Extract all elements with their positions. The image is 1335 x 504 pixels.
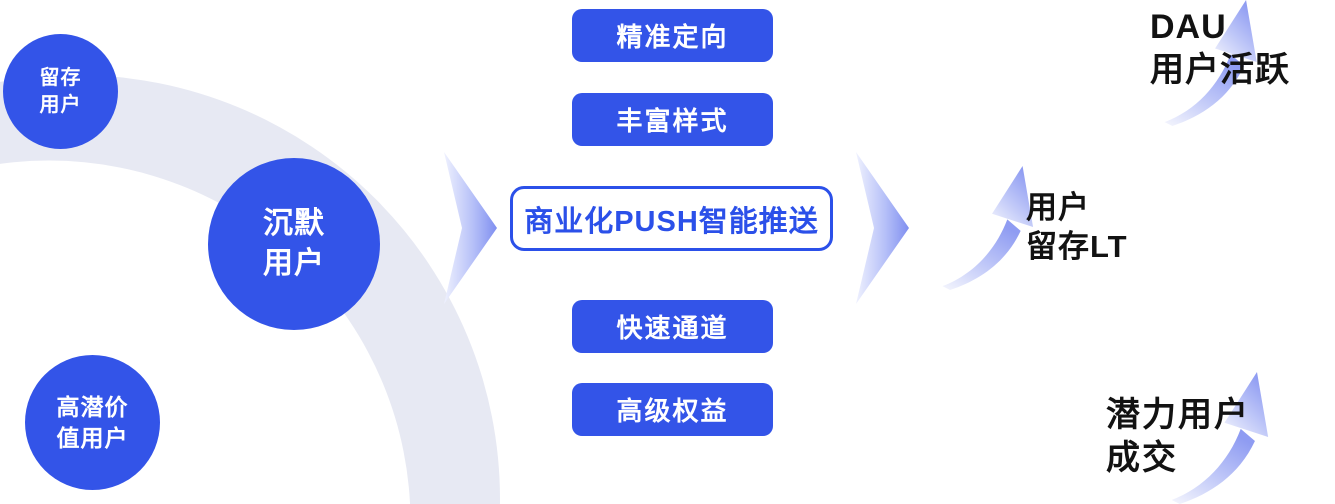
circle-silent-users: 沉默 用户 — [208, 158, 380, 330]
outcome-line: 潜力用户 — [1106, 396, 1250, 434]
outcome-potential-user-deal: 潜力用户 成交 — [1106, 394, 1250, 480]
feature-rich-styles: 丰富样式 — [572, 93, 773, 146]
outcome-line: 用户 — [1026, 190, 1090, 225]
outcome-line: 用户活跃 — [1150, 51, 1290, 89]
feature-label: 丰富样式 — [616, 106, 729, 136]
circle-label-line: 留存 — [39, 66, 82, 89]
feature-label: 快速通道 — [616, 313, 729, 343]
outcome-line: 留存LT — [1026, 229, 1128, 264]
circle-label-line: 沉默 — [263, 207, 325, 240]
feature-precise-targeting: 精准定向 — [572, 9, 773, 62]
growth-arrow-icon — [1171, 372, 1269, 504]
outcome-line: DAU — [1150, 8, 1227, 46]
outcome-user-retention-lt: 用户 留存LT — [1026, 188, 1128, 266]
outcome-line: 成交 — [1106, 439, 1178, 477]
platform-title-box: 商业化PUSH智能推送 — [510, 186, 833, 251]
feature-label: 精准定向 — [616, 22, 729, 52]
feature-label: 高级权益 — [616, 396, 729, 426]
circle-label-line: 用户 — [39, 93, 82, 116]
circle-retained-users: 留存 用户 — [3, 34, 118, 149]
outcome-dau-active: DAU 用户活跃 — [1150, 6, 1290, 92]
flow-chevron-left-icon — [444, 152, 497, 304]
circle-label-line: 高潜价 — [56, 393, 129, 420]
flow-chevron-right-icon — [856, 152, 909, 304]
platform-title: 商业化PUSH智能推送 — [524, 205, 819, 238]
circle-label-line: 用户 — [263, 247, 325, 280]
growth-arrow-icon — [942, 166, 1034, 290]
feature-premium-benefits: 高级权益 — [572, 383, 773, 436]
circle-label-line: 值用户 — [56, 424, 129, 451]
growth-arrow-icon — [1164, 0, 1257, 126]
circle-high-potential-users: 高潜价 值用户 — [25, 355, 160, 490]
feature-fast-channel: 快速通道 — [572, 300, 773, 353]
